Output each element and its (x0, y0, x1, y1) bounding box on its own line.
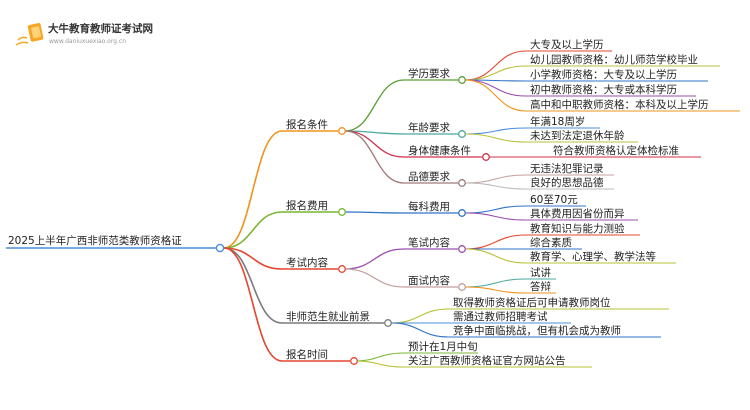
node-age[interactable] (458, 130, 466, 138)
node-conditions[interactable] (338, 127, 346, 135)
edge-leaf-written (464, 234, 527, 250)
brand-url: www.daniuxuexiao.org.cn (49, 38, 126, 45)
written-label: 笔试内容 (408, 236, 450, 249)
node-exam[interactable] (338, 265, 346, 273)
age-label: 年龄要求 (408, 121, 450, 134)
node-moral[interactable] (458, 179, 466, 187)
moral-leaf: 良好的思想品德 (530, 176, 604, 189)
edge-exam-interview (344, 268, 405, 288)
edge-leaf-interview (464, 286, 527, 294)
age-leaf: 未达到法定退休年龄 (530, 129, 625, 142)
mindmap-nodes (338, 76, 490, 365)
written-leaf: 教育知识与能力测验 (530, 222, 625, 235)
brand-logo: 大牛教育教师证考试网 www.daniuxuexiao.org.cn (15, 22, 153, 46)
written-leaf: 综合素质 (530, 236, 572, 249)
signup-leaf: 关注广西教师资格证官方网站公告 (408, 354, 566, 367)
edge-root-signup (223, 247, 283, 362)
edge-leaf-signup (353, 352, 405, 362)
node-interview[interactable] (458, 283, 466, 291)
interview-leaf: 试讲 (530, 266, 551, 279)
edge-leaf-signup (353, 360, 405, 368)
edu-leaf: 大专及以上学历 (530, 38, 604, 51)
root-node[interactable] (215, 243, 225, 253)
edge-exam-written (344, 248, 405, 270)
edge-conditions-health (344, 130, 405, 158)
node-fee-sub[interactable] (458, 209, 466, 217)
age-leaf: 年满18周岁 (530, 115, 585, 128)
edge-leaf-age (464, 133, 527, 143)
edge-leaf-fee (464, 205, 527, 214)
node-signup[interactable] (350, 357, 358, 365)
node-edu[interactable] (458, 76, 466, 84)
written-leaf: 教育学、心理学、教学法等 (530, 250, 656, 263)
edge-leaf-edu (464, 65, 527, 81)
interview-leaf: 答辩 (530, 280, 551, 293)
edge-leaf-age (464, 127, 527, 135)
node-written[interactable] (458, 245, 466, 253)
brand-name: 大牛教育教师证考试网 (48, 22, 153, 35)
moral-leaf: 无违法犯罪记录 (530, 162, 604, 175)
interview-label: 面试内容 (408, 274, 450, 287)
branch-signup-label: 报名时间 (286, 348, 328, 361)
edge-leaf-fee (464, 212, 527, 221)
edge-leaf-moral (464, 174, 527, 184)
edge-root-exam (223, 247, 283, 270)
branch-prospect-label: 非师范生就业前景 (286, 310, 370, 323)
edu-leaf: 初中教师资格：大专或本科学历 (530, 83, 677, 96)
prospect-leaf: 取得教师资格证后可申请教师岗位 (453, 296, 611, 309)
branch-conditions-label: 报名条件 (286, 118, 328, 131)
node-health[interactable] (482, 153, 490, 161)
edge-conditions-moral (344, 130, 405, 184)
node-prospect[interactable] (384, 319, 392, 327)
health-label: 身体健康条件 (408, 144, 471, 157)
edge-leaf-edu (464, 79, 527, 112)
edu-label: 学历要求 (408, 67, 450, 80)
edge-leaf-prospect (390, 322, 450, 338)
root-label: 2025上半年广西非师范类教师资格证 (8, 234, 182, 247)
prospect-leaf: 竞争中面临挑战，但有机会成为教师 (453, 324, 621, 337)
edge-root-fee (223, 211, 283, 249)
mindmap-edges (223, 50, 740, 368)
edu-leaf: 小学教师资格：大专及以上学历 (530, 68, 677, 81)
prospect-leaf: 需通过教师招聘考试 (453, 310, 548, 323)
edge-leaf-written (464, 248, 527, 264)
fee-leaf: 具体费用因省份而异 (530, 207, 625, 220)
edge-leaf-edu (464, 79, 527, 97)
health-leaf: 符合教师资格认定体检标准 (553, 144, 679, 157)
edge-leaf-interview (464, 278, 527, 288)
edge-leaf-edu (464, 50, 527, 81)
branch-exam-label: 考试内容 (286, 256, 328, 269)
book-icon (15, 23, 44, 46)
edge-fee-sub (344, 211, 405, 214)
moral-label: 品德要求 (408, 170, 450, 183)
fee-leaf: 60至70元 (530, 194, 578, 206)
edu-leaf: 幼儿园教师资格：幼儿师范学校毕业 (530, 53, 698, 66)
edu-leaf: 高中和中职教师资格：本科及以上学历 (530, 98, 709, 111)
edge-leaf-prospect (390, 308, 450, 324)
fee-sub-label: 每科费用 (408, 200, 450, 213)
signup-leaf: 预计在1月中旬 (408, 340, 478, 353)
node-fee[interactable] (338, 208, 346, 216)
edge-root-conditions (223, 130, 283, 249)
edge-leaf-moral (464, 182, 527, 190)
branch-fee-label: 报名费用 (286, 199, 328, 212)
edge-conditions-edu (344, 79, 405, 132)
